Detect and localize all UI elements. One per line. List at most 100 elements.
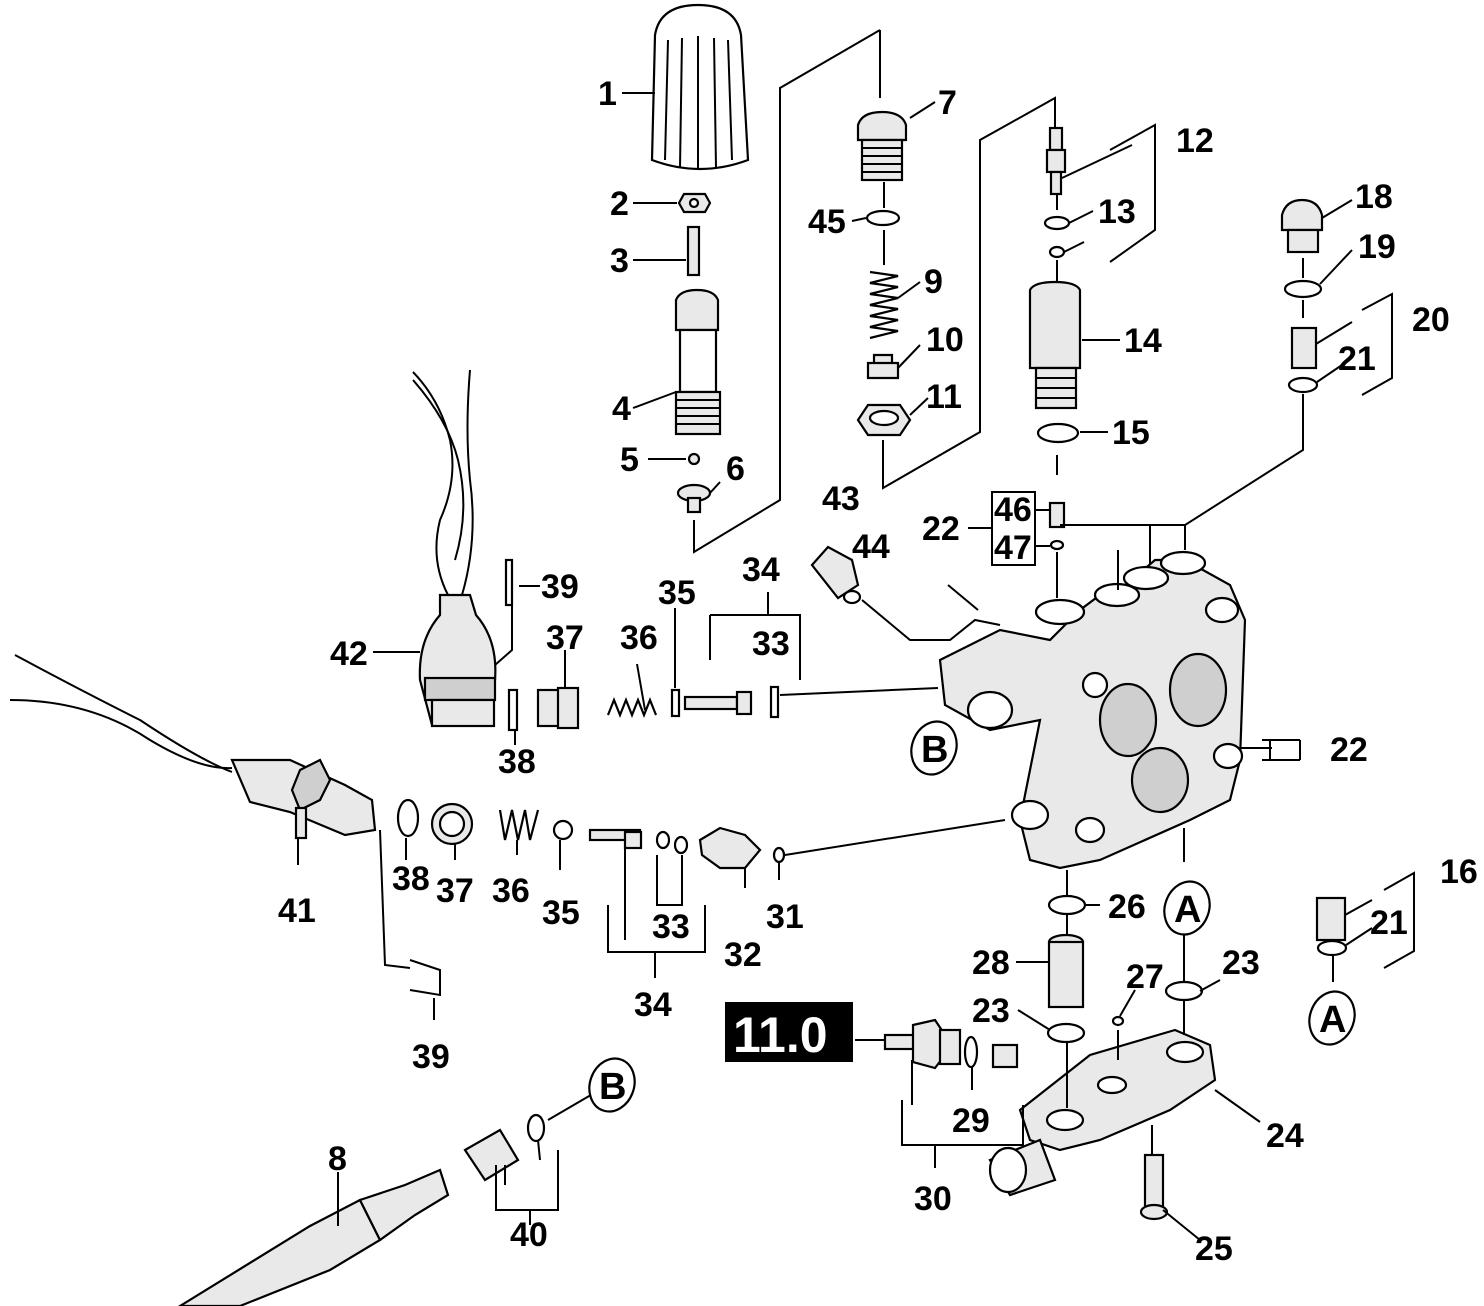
part-21-oring-upper [1287,376,1319,394]
callout-1: 1 [598,75,617,113]
callout-37b: 37 [436,872,474,910]
part-6-seat [676,483,712,514]
callout-25: 25 [1195,1230,1233,1268]
part-11-nut [856,403,912,437]
reference-a-upper-text: A [1174,889,1201,931]
callout-29: 29 [952,1102,990,1140]
callout-47: 47 [994,529,1032,567]
part-26-oring [1047,894,1087,916]
leader-lines [297,92,1373,1241]
callout-39b: 39 [412,1038,450,1076]
part-19-oring [1283,279,1323,299]
part-22-manifold [938,550,1247,870]
part-47-oring [1049,539,1065,551]
callout-22a: 22 [922,510,960,548]
part-2-nut [677,192,712,214]
callout-43: 43 [822,480,860,518]
part-15-oring [1036,422,1080,444]
callout-20: 20 [1412,301,1450,339]
part-28-valve-seat [1047,933,1085,1009]
part-34-piston-top [683,690,753,716]
part-40-oring [526,1113,546,1143]
part-43-plug [810,545,860,600]
part-38-washer-lower [396,798,420,838]
callout-19: 19 [1358,228,1396,266]
reference-mark-a-lower: A [1308,990,1356,1046]
callout-21a: 21 [1338,340,1376,378]
callout-labels: 1 2 3 4 5 6 7 45 9 10 11 12 13 14 15 18 … [278,75,1478,1268]
callout-34a: 34 [742,551,780,589]
part-33-seal-lower [655,830,671,850]
callout-33b: 33 [652,908,690,946]
part-12-pin [1045,126,1067,196]
callout-32: 32 [724,936,762,974]
part-30-fitting [883,1018,962,1070]
callout-38b: 38 [392,860,430,898]
part-8-hose [177,1168,450,1306]
part-29-oring [963,1035,979,1069]
callout-24: 24 [1266,1117,1304,1155]
part-24-outlet-block [988,1028,1217,1197]
part-40-filter [463,1128,520,1182]
part-34-piston-lower [588,828,643,850]
part-38-seal-top [507,688,519,732]
part-1-knob [650,3,750,171]
callout-16: 16 [1440,853,1478,891]
part-21-oring-lower [1316,939,1348,957]
part-14-valve-body [1028,280,1082,410]
part-39-clip-lower [409,959,441,997]
callout-37a: 37 [546,619,584,657]
callout-23b: 23 [972,992,1010,1030]
reference-b-upper-text: B [921,729,948,771]
part-37-fitting-lower [430,802,474,846]
part-30-valve [991,1043,1019,1069]
part-44-oring [842,589,862,605]
part-23-oring-right [1164,980,1204,1002]
reference-mark-b-lower: B [588,1057,636,1113]
callout-36b: 36 [492,872,530,910]
callout-31: 31 [766,898,804,936]
part-45-washer [865,209,901,227]
callout-44: 44 [852,528,890,566]
part-25-bolt [1139,1153,1169,1221]
callout-4: 4 [612,390,631,428]
callout-3: 3 [610,242,629,280]
part-18-plug [1280,198,1324,254]
section-label-text: 11.0 [733,1007,828,1063]
part-33-oring-lower [673,835,689,855]
callout-40: 40 [510,1216,548,1254]
part-42-pressure-switch [412,369,497,728]
callout-12: 12 [1176,122,1214,160]
callout-11: 11 [926,378,962,416]
part-9-spring [869,270,899,340]
part-10-plug [866,353,900,380]
part-4-piston-housing [674,288,722,436]
callout-9: 9 [924,263,943,301]
callout-36a: 36 [620,619,658,657]
part-35-washer-top [670,688,681,718]
part-3-threaded-rod [686,225,701,277]
reference-mark-b-upper: B [910,720,958,776]
part-35-washer-lower [552,819,574,841]
callout-7: 7 [938,84,957,122]
part-33-seal-top [769,685,780,719]
callout-13: 13 [1098,193,1136,231]
part-20-valve [1290,326,1318,370]
callout-2: 2 [610,185,629,223]
part-36-spring-lower [498,809,540,841]
part-23-oring-left [1046,1022,1086,1044]
reference-b-lower-text: B [599,1066,626,1108]
assembly-brackets [495,29,1415,1225]
callout-38a: 38 [498,743,536,781]
part-37-fitting-top [536,686,580,730]
callout-5: 5 [620,441,639,479]
part-31-oring [772,846,786,864]
callout-45: 45 [808,203,846,241]
callout-23a: 23 [1222,944,1260,982]
part-16-valve [1315,896,1347,942]
section-label: 11.0 [725,1002,853,1063]
callout-35a: 35 [658,574,696,612]
callout-39a: 39 [541,568,579,606]
callout-8: 8 [328,1140,347,1178]
